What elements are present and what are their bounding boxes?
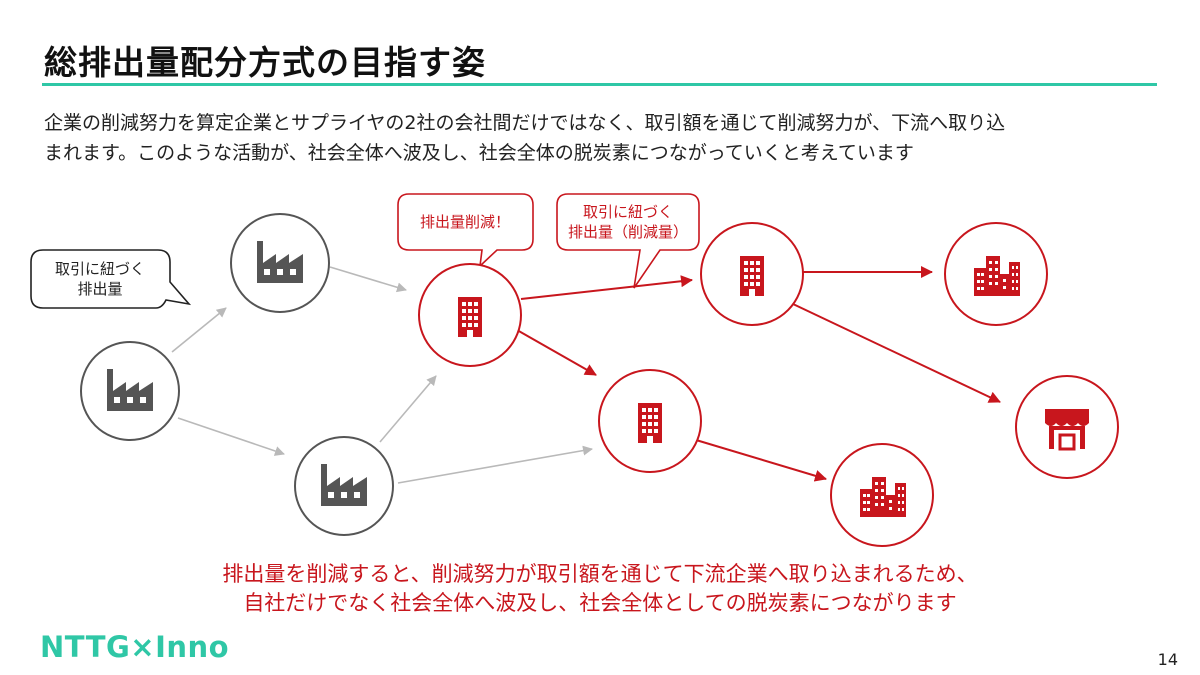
brand-logo: NTTG×Inno (40, 630, 230, 664)
intro-line-2: まれます。このような活動が、社会全体へ波及し、社会全体の脱炭素につながっていくと… (44, 142, 914, 164)
intro-line-1: 企業の削減努力を算定企業とサプライヤの2社の会社間だけではなく、取引額を通じて削… (44, 112, 1006, 134)
store-node (1015, 375, 1119, 479)
conclusion-text: 排出量を削減すると、削減努力が取引額を通じて下流企業へ取り込まれるため、 自社だ… (0, 560, 1200, 618)
conclusion-line-2: 自社だけでなく社会全体へ波及し、社会全体としての脱炭素につながります (243, 591, 957, 615)
factory-node-c (294, 436, 394, 536)
city-node-1 (944, 222, 1048, 326)
callout-linked-emissions-line-2: 排出量 (77, 280, 123, 298)
office-building-icon (458, 297, 482, 337)
city-node-2 (830, 443, 934, 547)
arrow-office-2-to-store (792, 303, 1001, 403)
office-building-icon (638, 403, 662, 443)
page-number: 14 (1157, 650, 1178, 669)
intro-text: 企業の削減努力を算定企業とサプライヤの2社の会社間だけではなく、取引額を通じて削… (44, 108, 1164, 168)
arrow-factory-b-to-office-1 (329, 266, 407, 293)
arrow-factory-a-to-factory-b (171, 307, 227, 353)
callout-reduction: 排出量削減！ (398, 194, 532, 250)
conclusion-line-1: 排出量を削減すると、削減努力が取引額を通じて下流企業へ取り込まれるため、 (222, 562, 978, 586)
callout-linked-emissions-shape (30, 249, 192, 309)
arrow-office-3-to-city-2 (695, 439, 827, 482)
arrow-factory-c-to-office-3 (397, 445, 593, 484)
callout-linked-reduced-line-2: 排出量（削減量） (567, 223, 688, 241)
callout-reduction-shape (397, 193, 534, 269)
arrow-office-1-to-office-2 (520, 275, 693, 300)
callout-linked-reduced-line-1: 取引に紐づく (582, 203, 673, 221)
factory-node-a (80, 341, 180, 441)
office-node-reducer (418, 263, 522, 367)
arrow-factory-c-to-office-1 (379, 375, 437, 443)
arrow-factory-a-to-factory-c (177, 417, 285, 456)
office-node-2 (700, 222, 804, 326)
slide-title: 総排出量配分方式の目指す姿 (44, 43, 486, 82)
callout-linked-emissions-line-1: 取引に紐づく (54, 260, 145, 278)
callout-linked-reduced-shape (556, 193, 700, 289)
callout-linked-reduced: 取引に紐づく 排出量（削減量） (557, 194, 699, 250)
title-underline (42, 83, 1157, 86)
callout-reduction-text: 排出量削減！ (419, 213, 510, 231)
callout-linked-emissions: 取引に紐づく 排出量 (30, 250, 170, 308)
arrow-office-1-to-office-3 (516, 329, 597, 376)
factory-node-b (230, 213, 330, 313)
office-node-3 (598, 369, 702, 473)
office-building-icon (740, 256, 764, 296)
